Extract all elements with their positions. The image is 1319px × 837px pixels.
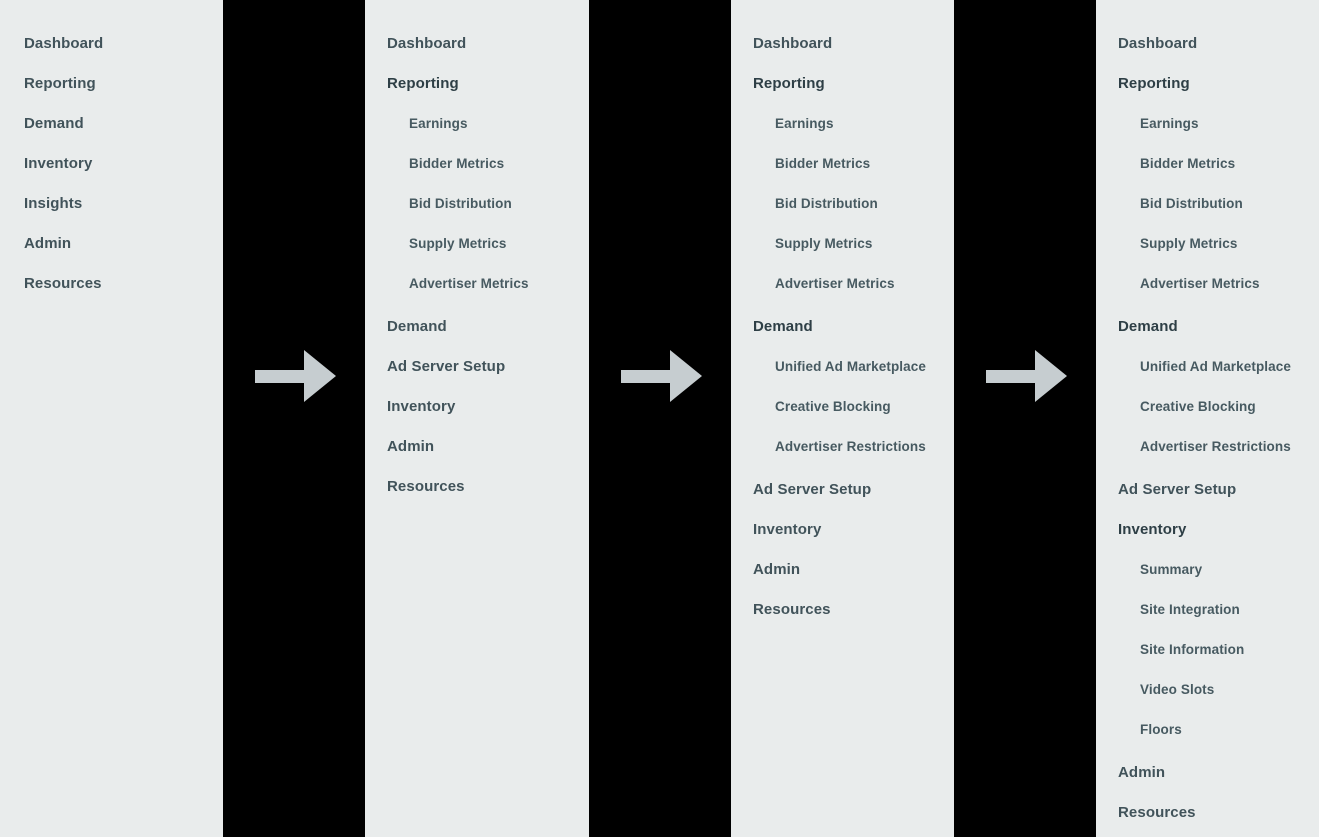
arrow-head — [670, 350, 702, 402]
arrow-head — [1035, 350, 1067, 402]
sidebar-item-resources[interactable]: Resources — [1118, 804, 1196, 821]
sidebar-item-site-information[interactable]: Site Information — [1140, 642, 1245, 657]
sidebar-item-earnings[interactable]: Earnings — [775, 116, 834, 131]
sidebar-item-dashboard[interactable]: Dashboard — [387, 35, 467, 52]
sidebar-item-inventory[interactable]: Inventory — [753, 521, 822, 538]
sidebar-item-summary[interactable]: Summary — [1140, 562, 1203, 577]
sidebar-item-admin[interactable]: Admin — [1118, 764, 1166, 781]
arrow-head — [304, 350, 336, 402]
sidebar-item-admin[interactable]: Admin — [24, 235, 72, 252]
arrow-shaft — [621, 370, 673, 383]
sidebar-item-earnings[interactable]: Earnings — [409, 116, 468, 131]
sidebar-item-resources[interactable]: Resources — [24, 275, 102, 292]
sidebar-item-reporting[interactable]: Reporting — [1118, 75, 1190, 92]
sidebar-item-site-integration[interactable]: Site Integration — [1140, 602, 1240, 617]
right-arrow-icon-1 — [255, 350, 336, 402]
sidebar-item-creative-blocking[interactable]: Creative Blocking — [1140, 399, 1256, 414]
sidebar-item-demand[interactable]: Demand — [387, 318, 447, 335]
sidebar-item-reporting[interactable]: Reporting — [387, 75, 459, 92]
sidebar-item-inventory[interactable]: Inventory — [24, 155, 93, 172]
sidebar-item-supply-metrics[interactable]: Supply Metrics — [775, 236, 873, 251]
sidebar-item-inventory[interactable]: Inventory — [1118, 521, 1187, 538]
arrow-gutter-1 — [223, 0, 365, 837]
sidebar-item-reporting[interactable]: Reporting — [24, 75, 96, 92]
sidebar-item-resources[interactable]: Resources — [387, 478, 465, 495]
sidebar-item-ad-server-setup[interactable]: Ad Server Setup — [387, 358, 506, 375]
sidebar-item-reporting[interactable]: Reporting — [753, 75, 825, 92]
sidebar-item-ad-server-setup[interactable]: Ad Server Setup — [753, 481, 872, 498]
sidebar-item-unified-ad-marketplace[interactable]: Unified Ad Marketplace — [1140, 359, 1291, 374]
sidebar-item-earnings[interactable]: Earnings — [1140, 116, 1199, 131]
sidebar-item-insights[interactable]: Insights — [24, 195, 83, 212]
sidebar-item-video-slots[interactable]: Video Slots — [1140, 682, 1215, 697]
sidebar-item-supply-metrics[interactable]: Supply Metrics — [1140, 236, 1238, 251]
sidebar-item-demand[interactable]: Demand — [1118, 318, 1178, 335]
sidebar-item-floors[interactable]: Floors — [1140, 722, 1182, 737]
arrow-gutter-2 — [589, 0, 731, 837]
sidebar-item-demand[interactable]: Demand — [753, 318, 813, 335]
sidebar-item-advertiser-restrictions[interactable]: Advertiser Restrictions — [775, 439, 926, 454]
sidebar-item-admin[interactable]: Admin — [387, 438, 435, 455]
sidebar-item-dashboard[interactable]: Dashboard — [753, 35, 833, 52]
sidebar-item-creative-blocking[interactable]: Creative Blocking — [775, 399, 891, 414]
sidebar-item-dashboard[interactable]: Dashboard — [1118, 35, 1198, 52]
sidebar-item-inventory[interactable]: Inventory — [387, 398, 456, 415]
sidebar-item-supply-metrics[interactable]: Supply Metrics — [409, 236, 507, 251]
sidebar-item-advertiser-metrics[interactable]: Advertiser Metrics — [1140, 276, 1260, 291]
sidebar-item-bid-distribution[interactable]: Bid Distribution — [1140, 196, 1243, 211]
sidebar-item-unified-ad-marketplace[interactable]: Unified Ad Marketplace — [775, 359, 926, 374]
sidebar-item-resources[interactable]: Resources — [753, 601, 831, 618]
arrow-gutter-3 — [954, 0, 1096, 837]
sidebar-item-demand[interactable]: Demand — [24, 115, 84, 132]
arrow-shaft — [255, 370, 307, 383]
arrow-shaft — [986, 370, 1038, 383]
sidebar-item-bidder-metrics[interactable]: Bidder Metrics — [1140, 156, 1236, 171]
sidebar-item-advertiser-metrics[interactable]: Advertiser Metrics — [409, 276, 529, 291]
sidebar-item-advertiser-metrics[interactable]: Advertiser Metrics — [775, 276, 895, 291]
sidebar-item-admin[interactable]: Admin — [753, 561, 801, 578]
sidebar-item-bidder-metrics[interactable]: Bidder Metrics — [409, 156, 505, 171]
right-arrow-icon-2 — [621, 350, 702, 402]
sidebar-item-advertiser-restrictions[interactable]: Advertiser Restrictions — [1140, 439, 1291, 454]
sidebar-item-bid-distribution[interactable]: Bid Distribution — [775, 196, 878, 211]
sidebar-item-dashboard[interactable]: Dashboard — [24, 35, 104, 52]
sidebar-item-bidder-metrics[interactable]: Bidder Metrics — [775, 156, 871, 171]
sidebar-item-ad-server-setup[interactable]: Ad Server Setup — [1118, 481, 1237, 498]
sidebar-item-bid-distribution[interactable]: Bid Distribution — [409, 196, 512, 211]
right-arrow-icon-3 — [986, 350, 1067, 402]
